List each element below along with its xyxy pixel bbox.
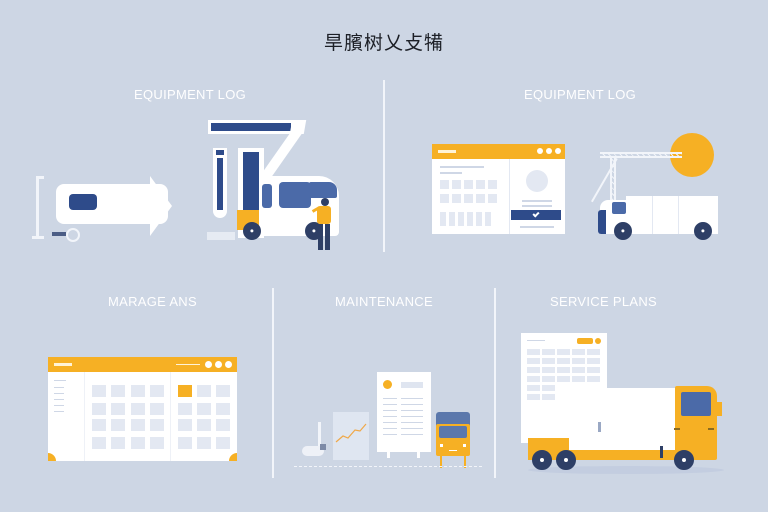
hand-truck-icon	[300, 422, 328, 462]
trend-chart-icon	[333, 412, 369, 460]
divider-bottom-left	[272, 288, 274, 478]
box-truck-icon	[524, 386, 724, 476]
divider-bottom-right	[494, 288, 496, 478]
selected-date-cell[interactable]	[178, 385, 192, 397]
divider-top-center	[383, 80, 385, 252]
section-label-manage-plans: MARAGE ANS	[108, 294, 197, 309]
section-label-equipment-log-1: EQUIPMENT LOG	[134, 87, 247, 102]
dashboard-window-icon	[432, 144, 565, 234]
calendar-window-icon	[48, 357, 237, 461]
report-document-icon	[377, 372, 431, 458]
technician-icon	[311, 198, 338, 252]
section-label-service-plans: SERVICE PLANS	[550, 294, 657, 309]
trailer-icon	[32, 176, 172, 242]
section-label-maintenance: MAINTENANCE	[335, 294, 433, 309]
ground-dashed-line	[294, 466, 482, 467]
confirm-button[interactable]	[511, 210, 561, 220]
crane-truck-icon	[591, 148, 720, 242]
page-title: 旱臏树乂攴犕	[323, 32, 444, 54]
section-label-equipment-log-2: EQUIPMENT LOG	[524, 87, 637, 102]
bus-icon	[436, 412, 472, 470]
